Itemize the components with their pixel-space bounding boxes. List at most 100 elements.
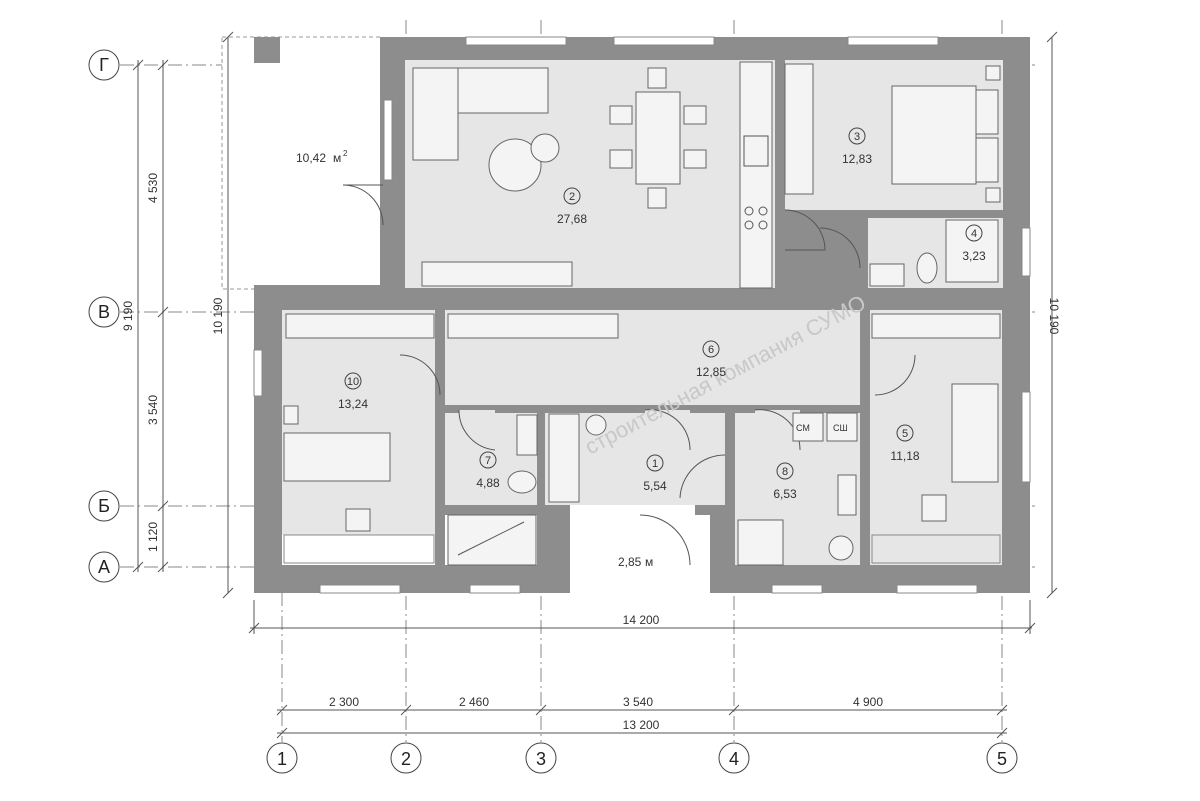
svg-text:5: 5 <box>997 749 1007 769</box>
tv-stand <box>421 261 573 287</box>
axis-marker-v: В <box>88 296 120 328</box>
terrace-area-unit: м <box>333 151 341 165</box>
porch-area-unit: м <box>645 555 653 569</box>
sofa <box>412 67 549 161</box>
room-number: 5 <box>902 428 908 440</box>
axis-markers: Г В Б А 1 2 3 4 5 <box>88 49 1018 774</box>
shower-8 <box>737 519 784 566</box>
room-area: 27,68 <box>557 212 587 226</box>
dryer-label: СШ <box>833 423 848 433</box>
room-number: 7 <box>485 455 491 467</box>
room-number: 8 <box>782 466 788 478</box>
terrace-area-unit-sup: 2 <box>343 149 348 158</box>
dim-2460: 2 460 <box>459 695 489 709</box>
axis-marker-1: 1 <box>266 742 298 774</box>
room-number-circle <box>563 187 581 205</box>
washer-label: СМ <box>796 423 810 433</box>
terrace: 10,42 м 2 <box>221 36 383 290</box>
room-number-circle <box>848 127 866 145</box>
room-area: 5,54 <box>643 479 667 493</box>
room-number: 3 <box>854 131 860 143</box>
boiler <box>828 535 854 561</box>
dim-10190-right: 10 190 <box>1047 298 1061 335</box>
toilet <box>916 252 938 284</box>
porch: 2,85 м <box>618 555 653 569</box>
dryer <box>826 412 858 442</box>
room-number: 6 <box>708 344 714 356</box>
room-area: 6,53 <box>773 487 797 501</box>
room-number-circle <box>702 340 720 358</box>
partitions <box>405 60 1003 565</box>
svg-text:2: 2 <box>401 749 411 769</box>
room-area: 12,85 <box>696 365 726 379</box>
svg-text:Г: Г <box>99 55 109 75</box>
axis-marker-g: Г <box>88 49 120 81</box>
dim-10190-left: 10 190 <box>211 297 225 334</box>
wardrobe-hall <box>447 313 619 339</box>
svg-text:3: 3 <box>536 749 546 769</box>
room-area: 3,23 <box>962 249 986 263</box>
room-labels: 1 5,54 2 27,68 3 12,83 4 3,23 5 11,18 6 12,85 7 4,88 8… <box>338 127 986 501</box>
svg-text:А: А <box>98 557 110 577</box>
room-number-circle <box>646 454 664 472</box>
toilet-7 <box>507 470 537 494</box>
dim-2300: 2 300 <box>329 695 359 709</box>
wardrobe-room10 <box>285 313 435 339</box>
axis-marker-a: А <box>88 551 120 583</box>
axis-marker-4: 4 <box>718 742 750 774</box>
axis-marker-b: Б <box>88 490 120 522</box>
washer <box>792 412 824 442</box>
room-number: 2 <box>569 191 575 203</box>
furniture: СМ СШ <box>283 61 1001 566</box>
room-area: 13,24 <box>338 397 368 411</box>
room-number: 1 <box>652 458 658 470</box>
room-number: 4 <box>971 228 977 240</box>
room-number-circle <box>965 224 983 242</box>
dining-table <box>609 67 707 209</box>
room-number-circle <box>896 424 914 442</box>
dim-3540: 3 540 <box>146 395 160 425</box>
bathtub <box>447 514 537 566</box>
room-number: 10 <box>347 376 359 388</box>
dim-4900: 4 900 <box>853 695 883 709</box>
chair-room5 <box>921 494 947 522</box>
shower-tray <box>945 219 999 283</box>
wardrobe <box>784 63 814 195</box>
axis-marker-2: 2 <box>390 742 422 774</box>
sink-7 <box>516 414 538 456</box>
dim-3540-bottom: 3 540 <box>623 695 653 709</box>
right-dimension <box>1046 31 1058 599</box>
dim-9190: 9 190 <box>121 301 135 331</box>
sink <box>869 263 905 287</box>
room-area: 4,88 <box>476 476 500 490</box>
left-dimensions <box>132 31 234 599</box>
dim-13200: 13 200 <box>623 718 660 732</box>
single-bed <box>283 432 391 482</box>
room-number-circle <box>479 451 497 469</box>
svg-text:1: 1 <box>277 749 287 769</box>
axis-marker-3: 3 <box>525 742 557 774</box>
porch-area-value: 2,85 <box>618 555 642 569</box>
terrace-area-value: 10,42 <box>296 151 326 165</box>
chair-room10 <box>345 508 371 532</box>
dim-1120: 1 120 <box>146 522 160 552</box>
wardrobe-room5 <box>871 313 1001 339</box>
room-number-circle <box>776 462 794 480</box>
svg-text:4: 4 <box>729 749 739 769</box>
svg-text:В: В <box>98 302 110 322</box>
kitchen-counter <box>739 61 773 289</box>
dim-4530: 4 530 <box>146 173 160 203</box>
doors <box>342 184 916 566</box>
axis-marker-5: 5 <box>986 742 1018 774</box>
room-area: 11,18 <box>890 449 919 463</box>
side-table <box>530 133 560 163</box>
sofa-room5 <box>951 383 999 483</box>
room-area: 12,83 <box>842 152 872 166</box>
bottom-dimensions <box>248 600 1036 739</box>
dim-14200: 14 200 <box>623 613 660 627</box>
coffee-table <box>488 138 542 192</box>
windows <box>253 36 1031 594</box>
room-number-circle <box>344 372 362 390</box>
svg-text:Б: Б <box>98 496 110 516</box>
